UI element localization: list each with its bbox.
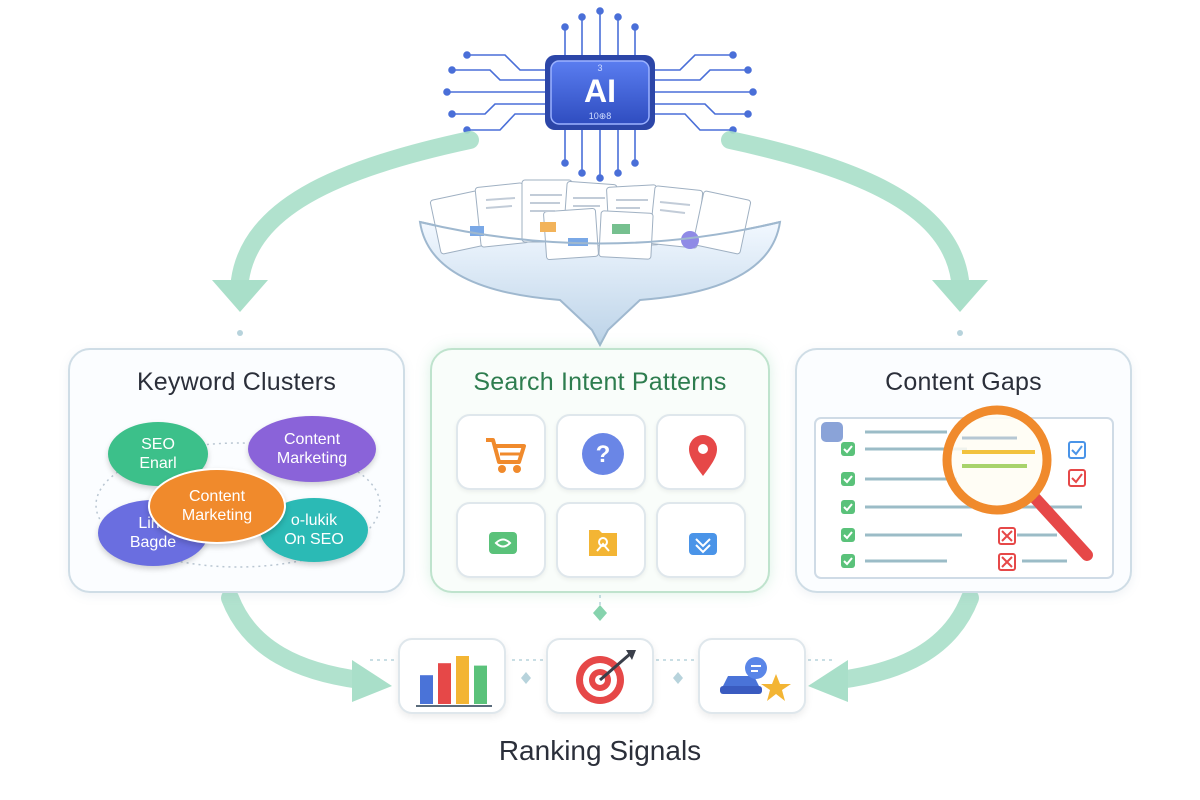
svg-text:?: ? <box>596 441 611 468</box>
search-intent-panel: Search Intent Patterns ? <box>430 348 770 593</box>
bar-chart-bar <box>420 675 433 704</box>
bar-chart-bar <box>438 663 451 704</box>
search-intent-title: Search Intent Patterns <box>473 368 727 396</box>
cart-icon <box>486 438 526 473</box>
ranking-signals-title: Ranking Signals <box>498 735 702 766</box>
bubble-text: Marketing <box>276 450 348 467</box>
bubble-text: On SEO <box>284 531 344 548</box>
folder-icon <box>589 530 617 556</box>
bar-chart-icon <box>416 656 492 707</box>
ai-chip <box>545 55 655 130</box>
briefcase-icon <box>689 533 717 555</box>
checklist-icon <box>841 430 1082 568</box>
bubble-text: Content <box>283 431 341 448</box>
keyword-bubble-content-marketing: Content Marketing <box>248 416 376 482</box>
bar-chart-bar <box>474 665 487 704</box>
ai-chip-label: AI <box>584 73 616 109</box>
signal-card-engagement <box>698 638 806 714</box>
arrow-heads <box>212 280 988 702</box>
bar-chart-bar <box>456 656 469 704</box>
question-icon: ? <box>582 433 624 475</box>
bubble-text: SEO <box>141 436 175 453</box>
ai-chip-small-bottom: 10⊕8 <box>588 111 612 121</box>
bubble-text: o-lukik <box>290 512 338 529</box>
ai-chip-small-top: 3 <box>597 63 603 73</box>
intent-tile-folder <box>556 502 646 578</box>
intent-tile-media <box>456 502 546 578</box>
keyword-clusters-title: Keyword Clusters <box>136 368 337 396</box>
camera-icon <box>489 532 517 554</box>
signal-card-target <box>546 638 654 714</box>
magnifying-glass-icon <box>942 405 1093 561</box>
bubble-text: Marketing <box>181 507 253 524</box>
intent-tile-shopping <box>456 414 546 490</box>
intent-tile-location <box>656 414 746 490</box>
intent-tile-question: ? <box>556 414 646 490</box>
bubble-text: Content <box>188 488 246 505</box>
bubble-text: Enarl <box>139 455 177 472</box>
bubble-text: Bagde <box>129 534 177 551</box>
intent-tile-briefcase <box>656 502 746 578</box>
keyword-clusters-panel: Keyword Clusters SEO Enarl Content Marke… <box>68 348 405 593</box>
signal-card-analytics <box>398 638 506 714</box>
error-box-icon <box>998 527 1016 571</box>
diamond-connector <box>593 605 607 621</box>
target-icon <box>576 650 636 704</box>
chat-star-icon <box>720 657 791 701</box>
content-gaps-panel: Content Gaps <box>795 348 1132 593</box>
location-pin-icon <box>689 435 717 476</box>
circuit-traces <box>443 7 757 182</box>
content-gaps-illustration <box>814 405 1114 579</box>
list-header-icon <box>821 422 843 442</box>
content-gaps-title: Content Gaps <box>885 368 1042 396</box>
data-funnel <box>418 179 782 348</box>
flow-arrows <box>221 131 979 689</box>
checkbox-icon <box>1068 441 1086 487</box>
keyword-bubble-content-marketing-center: Content Marketing <box>148 468 286 544</box>
cluster-links <box>95 442 381 568</box>
